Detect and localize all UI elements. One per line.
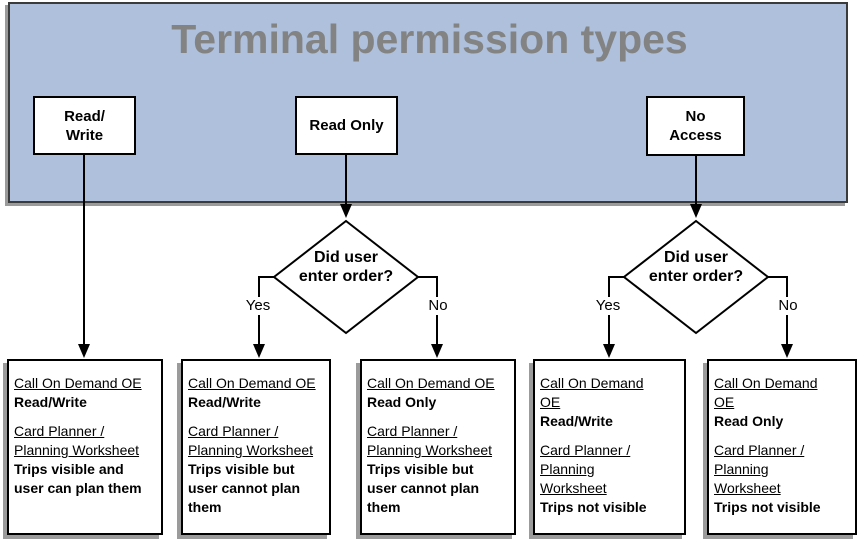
decision-2-yes-label: Yes — [592, 297, 624, 315]
outcome-detail: Trips visible but user cannot plan them — [367, 461, 480, 515]
outcome-box-read-write-direct: Call On Demand OE Read/Write Card Planne… — [7, 359, 163, 535]
outcome-app-heading: Card Planner / Planning Worksheet — [188, 423, 314, 458]
outcome-detail: Trips visible but user cannot plan them — [188, 461, 301, 515]
arrow-decision-1-yes — [258, 276, 274, 345]
outcome-app-heading: Call On Demand OE — [714, 375, 818, 410]
outcome-app-heading: Call On Demand OE — [188, 375, 316, 391]
decision-1-yes-label: Yes — [242, 297, 274, 315]
outcome-detail: Trips visible and user can plan them — [14, 461, 142, 496]
decision-1-no-label: No — [425, 297, 451, 315]
outcome-permission: Read/Write — [540, 413, 613, 429]
permission-box-read-only: Read Only — [295, 96, 398, 155]
decision-diamond-2 — [622, 219, 770, 335]
outcome-box-no-access-no: Call On Demand OE Read Only Card Planner… — [707, 359, 857, 535]
arrowhead-decision-2 — [690, 204, 702, 218]
outcome-app-heading: Card Planner / Planning Worksheet — [14, 423, 140, 458]
decision-diamond-1 — [272, 219, 420, 335]
permission-box-read-write: Read/ Write — [33, 96, 136, 155]
outcome-app-heading: Card Planner / Planning Worksheet — [367, 423, 493, 458]
outcome-app-heading: Card Planner / Planning Worksheet — [714, 442, 805, 496]
outcome-app-heading: Card Planner / Planning Worksheet — [540, 442, 631, 496]
outcome-detail: Trips not visible — [540, 499, 647, 515]
outcome-permission: Read/Write — [188, 394, 261, 410]
arrow-decision-1-no — [418, 276, 438, 345]
outcome-app-heading: Call On Demand OE — [540, 375, 644, 410]
decision-2-no-label: No — [775, 297, 801, 315]
arrowhead-outcome-2 — [253, 344, 265, 358]
decision-1-question: Did user enter order? — [298, 249, 394, 285]
outcome-permission: Read/Write — [14, 394, 87, 410]
outcome-box-no-access-yes: Call On Demand OE Read/Write Card Planne… — [533, 359, 686, 535]
decision-2-question: Did user enter order? — [648, 249, 744, 285]
arrow-decision-2-no — [768, 276, 788, 345]
diagram-title: Terminal permission types — [171, 16, 688, 62]
arrowhead-decision-1 — [340, 204, 352, 218]
outcome-permission: Read Only — [367, 394, 437, 410]
outcome-box-read-only-no: Call On Demand OE Read Only Card Planner… — [360, 359, 516, 535]
arrowhead-outcome-4 — [603, 344, 615, 358]
outcome-detail: Trips not visible — [714, 499, 821, 515]
arrow-decision-2-yes — [608, 276, 624, 345]
outcome-box-read-only-yes: Call On Demand OE Read/Write Card Planne… — [181, 359, 331, 535]
outcome-app-heading: Call On Demand OE — [367, 375, 495, 391]
arrowhead-outcome-3 — [431, 344, 443, 358]
outcome-permission: Read Only — [714, 413, 784, 429]
arrowhead-outcome-1 — [78, 344, 90, 358]
permission-box-no-access: No Access — [646, 96, 745, 156]
outcome-app-heading: Call On Demand OE — [14, 375, 142, 391]
arrowhead-outcome-5 — [781, 344, 793, 358]
